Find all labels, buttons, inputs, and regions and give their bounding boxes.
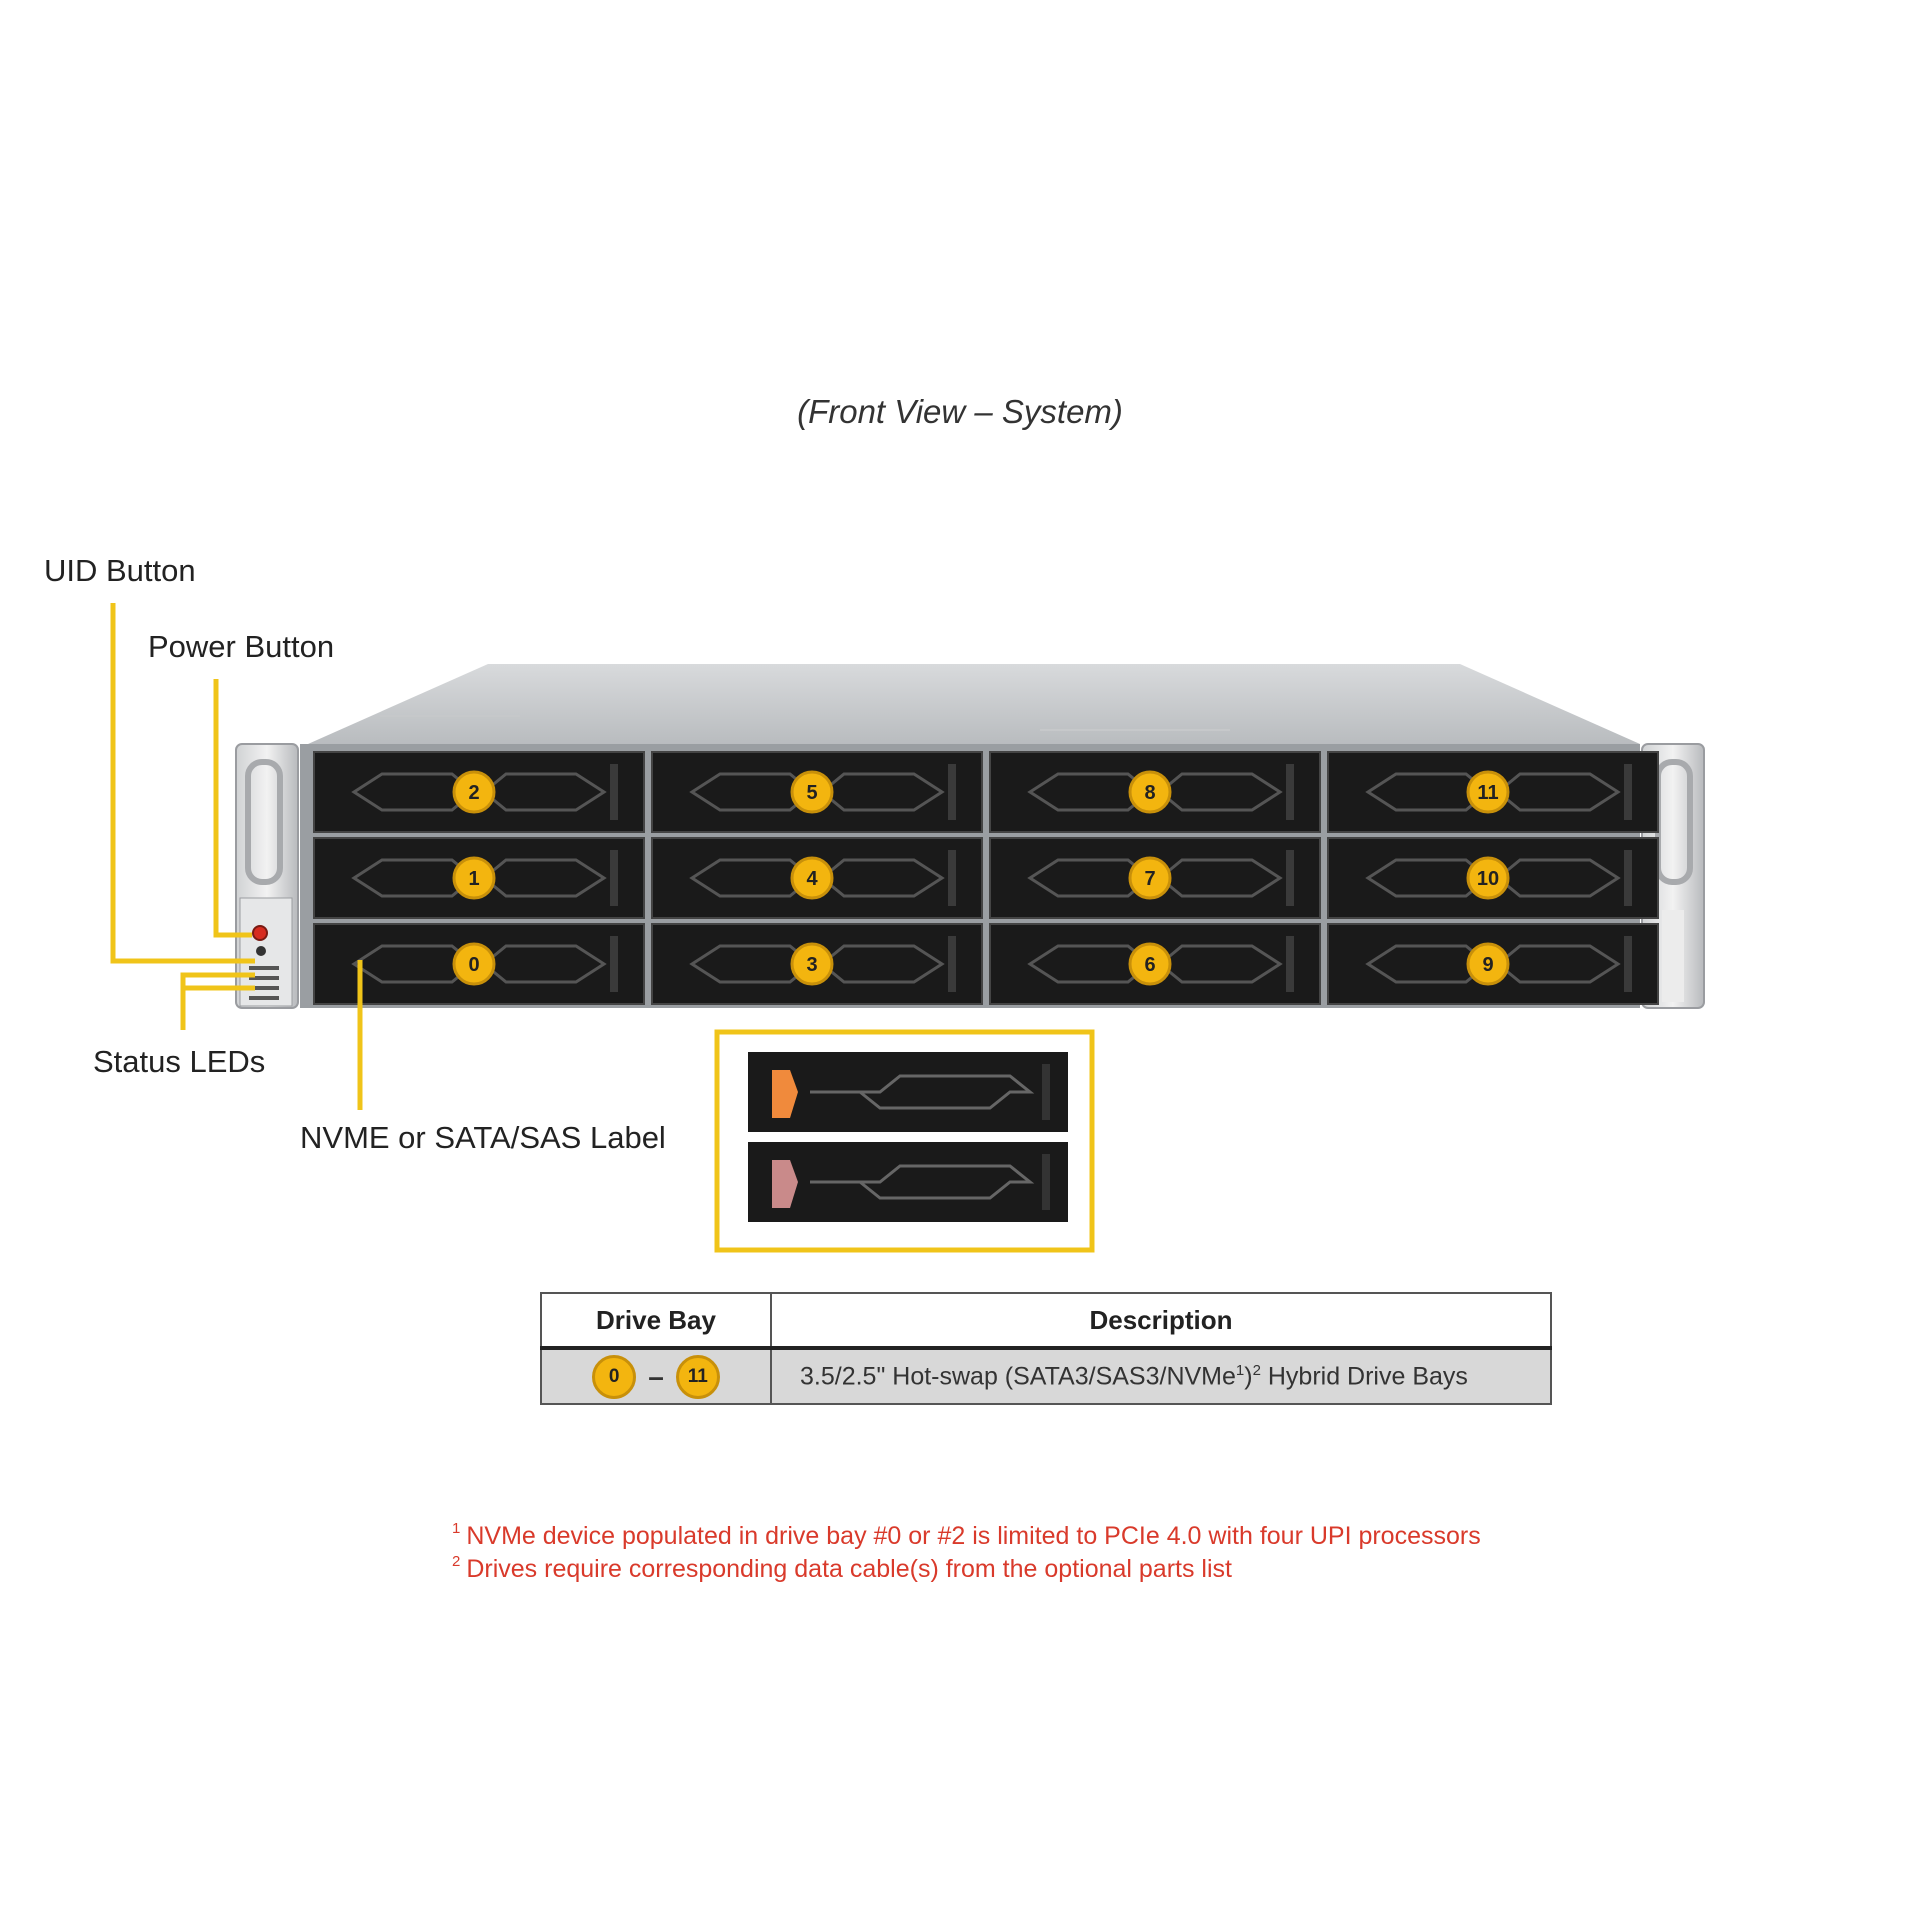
bay-number-label: 2 <box>468 782 479 804</box>
drive-tray-latch <box>948 936 956 992</box>
table-row: 0–11 3.5/2.5" Hot-swap (SATA3/SAS3/NVMe1… <box>541 1348 1551 1404</box>
uid-button-leader-line <box>110 603 255 964</box>
table-header-row: Drive Bay Description <box>541 1293 1551 1350</box>
bay-number-label: 6 <box>1144 954 1155 976</box>
bay-number-label: 11 <box>1477 782 1498 804</box>
bay-number-label: 4 <box>806 868 818 890</box>
figure-caption: (Front View – System) <box>797 393 1123 430</box>
bay-number-badge <box>790 856 834 900</box>
drive-bay-6[interactable]: 6 <box>989 923 1321 1005</box>
table-header-description: Description <box>771 1293 1551 1350</box>
status-leds-leader-line-1 <box>180 972 255 1030</box>
status-leds-callout: Status LEDs <box>93 1044 266 1079</box>
footnote-2-mark: 2 <box>452 1553 461 1570</box>
uid-button-icon[interactable] <box>256 946 266 956</box>
description-text-part2: ) <box>1244 1362 1253 1391</box>
drive-tray-latch <box>948 850 956 906</box>
drive-label-inset <box>714 1029 1095 1253</box>
bay-number-badge <box>1466 942 1510 986</box>
description-superscript-1: 1 <box>1235 1361 1245 1379</box>
bay-number-badge <box>790 770 834 814</box>
bay-number-badge <box>1128 770 1172 814</box>
bay-number-label: 8 <box>1144 782 1155 804</box>
drive-tray-latch <box>610 936 618 992</box>
bay-number-badge <box>452 942 496 986</box>
bay-number-badge <box>1128 942 1172 986</box>
drive-tray-latch <box>1624 764 1632 820</box>
bay-number-label: 7 <box>1144 868 1155 890</box>
range-dash: – <box>648 1360 664 1392</box>
drive-bay-1[interactable]: 1 <box>313 837 645 919</box>
drive-bay-2[interactable]: 2 <box>313 751 645 833</box>
bay-number-label: 3 <box>806 954 817 976</box>
drive-tray-latch <box>1286 936 1294 992</box>
drive-bay-7[interactable]: 7 <box>989 837 1321 919</box>
bay-number-badge <box>452 856 496 900</box>
drive-label-callout: NVME or SATA/SAS Label <box>300 1120 666 1155</box>
drive-tray-latch <box>610 764 618 820</box>
drive-tray <box>1327 751 1659 833</box>
footnote-2: 2 Drives require corresponding data cable… <box>452 1553 1232 1584</box>
description-text-part3: Hybrid Drive Bays <box>1260 1362 1468 1391</box>
drive-bay-4[interactable]: 4 <box>651 837 983 919</box>
bay-number-badge <box>1466 770 1510 814</box>
bay-number-label: 1 <box>468 868 479 890</box>
drive-bay-range-cell: 0–11 <box>541 1348 772 1404</box>
drive-tray-latch <box>1624 850 1632 906</box>
drive-tray-latch <box>1286 850 1294 906</box>
bay-start-badge: 0 <box>592 1354 637 1399</box>
bay-number-label: 0 <box>468 954 479 976</box>
bay-number-label: 10 <box>1477 868 1499 890</box>
drive-bay-9[interactable]: 9 <box>1327 923 1659 1005</box>
drive-bay-8[interactable]: 8 <box>989 751 1321 833</box>
drive-tray-latch <box>1624 936 1632 992</box>
bay-number-badge <box>1466 856 1510 900</box>
footnote-2-text: Drives require corresponding data cable(… <box>466 1555 1232 1583</box>
nvme-label-orange <box>772 1070 798 1118</box>
bay-number-badge <box>1128 856 1172 900</box>
footnote-1-text: NVMe device populated in drive bay #0 or… <box>466 1522 1481 1550</box>
bay-number-badge <box>790 942 834 986</box>
bay-end-badge: 11 <box>675 1354 720 1399</box>
drive-bay-table: Drive Bay Description 0–11 3.5/2.5" Hot-… <box>540 1292 1552 1405</box>
chassis-top <box>308 664 1640 744</box>
description-superscript-2: 2 <box>1252 1361 1261 1379</box>
bay-number-label: 9 <box>1482 954 1493 976</box>
table-header-drive-bay: Drive Bay <box>541 1293 772 1350</box>
power-button-icon[interactable] <box>252 925 268 941</box>
drive-tray-latch <box>1286 764 1294 820</box>
footnote-1-mark: 1 <box>452 1520 461 1537</box>
bay-number-badge <box>452 770 496 814</box>
footnote-1: 1 NVMe device populated in drive bay #0 o… <box>452 1520 1481 1551</box>
power-button-callout: Power Button <box>148 629 335 664</box>
description-text-part1: 3.5/2.5" Hot-swap (SATA3/SAS3/NVMe <box>800 1362 1236 1391</box>
sata-label-pink <box>772 1160 798 1208</box>
status-leds <box>249 966 279 1000</box>
drive-tray-latch <box>948 764 956 820</box>
drive-bay-10[interactable]: 10 <box>1327 837 1659 919</box>
description-cell: 3.5/2.5" Hot-swap (SATA3/SAS3/NVMe1)2 Hy… <box>771 1348 1551 1404</box>
drive-bay-5[interactable]: 5 <box>651 751 983 833</box>
drive-bay-11[interactable]: 11 <box>1327 751 1659 833</box>
uid-button-callout: UID Button <box>44 553 196 588</box>
sata-sas-tray-sample <box>748 1142 1068 1222</box>
drive-bay-3[interactable]: 3 <box>651 923 983 1005</box>
drive-bay-0[interactable]: 0 <box>313 923 645 1005</box>
nvme-tray-sample <box>748 1052 1068 1132</box>
drive-tray-latch <box>610 850 618 906</box>
bay-number-label: 5 <box>806 782 817 804</box>
power-button-leader-line <box>213 679 252 938</box>
